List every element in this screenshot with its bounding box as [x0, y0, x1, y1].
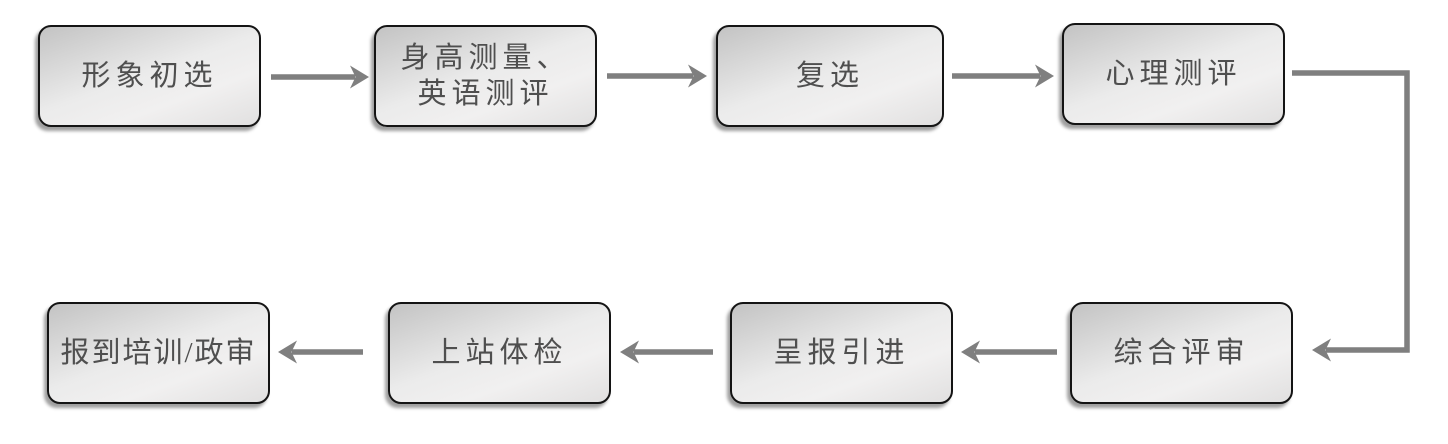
flow-node-onsite-physical-exam: 上站体检 — [388, 302, 611, 404]
node-label: 综合评审 — [1113, 336, 1250, 369]
flow-node-registration-training-political-review: 报到培训/政审 — [47, 302, 270, 404]
flow-node-height-english-assessment: 身高测量、 英语测评 — [374, 25, 597, 127]
connector-shengaoceliang-to-fuxuan — [607, 64, 707, 88]
flow-node-psychological-assessment: 心理测评 — [1062, 23, 1285, 125]
flow-node-comprehensive-review: 综合评审 — [1070, 302, 1293, 404]
flow-node-image-preliminary-selection: 形象初选 — [38, 25, 261, 127]
connector-chengbaoyinjin-to-shangzhantijian — [620, 340, 713, 364]
connector-zongheping-to-chengbaoyinjin — [961, 340, 1057, 364]
node-label: 形象初选 — [81, 59, 218, 92]
node-label: 上站体检 — [431, 336, 568, 369]
node-label: 心理测评 — [1105, 57, 1242, 90]
node-label: 身高测量、 英语测评 — [400, 41, 571, 110]
connector-xinliceping-to-zongheping — [1292, 70, 1410, 362]
connector-fuxuan-to-xinliceping — [952, 64, 1054, 88]
node-label: 报到培训/政审 — [60, 336, 257, 369]
connector-xingxiangchuxuan-to-shengaoceliang — [271, 65, 369, 89]
node-label: 复选 — [795, 59, 864, 92]
connector-shangzhantijian-to-baodaopeixun — [278, 340, 363, 364]
node-label: 呈报引进 — [773, 336, 910, 369]
flow-node-report-for-recruitment: 呈报引进 — [730, 302, 953, 404]
flow-node-reselection: 复选 — [716, 25, 944, 127]
